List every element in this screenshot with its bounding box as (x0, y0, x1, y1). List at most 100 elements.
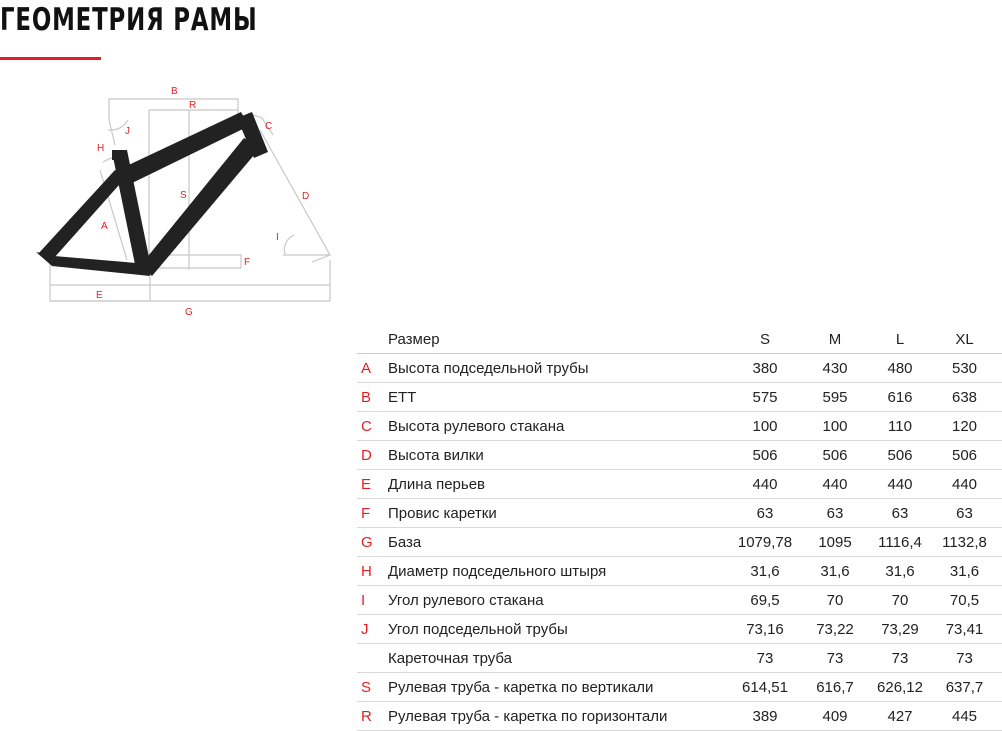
row-value-m: 31,6 (797, 556, 873, 586)
row-letter: S (357, 672, 388, 702)
row-value-l: 440 (873, 469, 927, 499)
row-letter (357, 643, 388, 673)
row-parameter: Диаметр подседельного штыря (388, 556, 733, 586)
row-letter: B (357, 382, 388, 412)
dim-line-g (50, 285, 331, 302)
row-value-m: 63 (797, 498, 873, 528)
row-letter: C (357, 411, 388, 441)
label-s: S (180, 190, 187, 201)
row-value-l: 73,29 (873, 614, 927, 644)
row-value-s: 100 (733, 411, 797, 441)
row-value-s: 506 (733, 440, 797, 470)
row-parameter: Угол рулевого стакана (388, 585, 733, 615)
row-letter: G (357, 527, 388, 557)
row-value-m: 595 (797, 382, 873, 412)
row-value-m: 73,22 (797, 614, 873, 644)
row-value-s: 73 (733, 643, 797, 673)
frame-geometry-diagram: B R C J H S D A I F E G (36, 86, 331, 318)
row-value-xl: 1132,8 (927, 527, 1002, 557)
row-parameter: Высота подседельной трубы (388, 353, 733, 383)
row-parameter: Провис каретки (388, 498, 733, 528)
header-letter-cell (357, 326, 388, 354)
row-value-xl: 73 (927, 643, 1002, 673)
header-size-xl: XL (927, 326, 1002, 354)
dim-arc-i (283, 234, 330, 256)
row-value-xl: 638 (927, 382, 1002, 412)
row-value-s: 614,51 (733, 672, 797, 702)
row-value-xl: 445 (927, 701, 1002, 731)
row-value-s: 380 (733, 353, 797, 383)
row-letter: F (357, 498, 388, 528)
row-value-m: 616,7 (797, 672, 873, 702)
row-value-l: 110 (873, 411, 927, 441)
label-h: H (97, 143, 104, 154)
row-value-s: 1079,78 (733, 527, 797, 557)
row-letter: J (357, 614, 388, 644)
row-letter: I (357, 585, 388, 615)
row-value-s: 389 (733, 701, 797, 731)
row-value-l: 1116,4 (873, 527, 927, 557)
row-value-l: 31,6 (873, 556, 927, 586)
row-value-l: 427 (873, 701, 927, 731)
row-value-m: 100 (797, 411, 873, 441)
row-value-l: 626,12 (873, 672, 927, 702)
row-value-xl: 70,5 (927, 585, 1002, 615)
row-value-m: 506 (797, 440, 873, 470)
label-d: D (302, 191, 309, 202)
title-underline (0, 57, 101, 60)
row-value-l: 480 (873, 353, 927, 383)
row-parameter: Рулевая труба - каретка по вертикали (388, 672, 733, 702)
header-size-l: L (873, 326, 927, 354)
header-size-m: M (797, 326, 873, 354)
row-value-l: 63 (873, 498, 927, 528)
row-value-xl: 63 (927, 498, 1002, 528)
row-value-xl: 506 (927, 440, 1002, 470)
label-g: G (185, 307, 193, 318)
row-letter: R (357, 701, 388, 731)
row-letter: A (357, 353, 388, 383)
row-value-xl: 637,7 (927, 672, 1002, 702)
label-e: E (96, 290, 103, 301)
row-letter: D (357, 440, 388, 470)
page-title: ГЕОМЕТРИЯ РАМЫ (0, 2, 258, 38)
row-parameter: Длина перьев (388, 469, 733, 499)
row-parameter: Кареточная труба (388, 643, 733, 673)
frame-outline (36, 112, 268, 276)
dim-arc-j (107, 119, 129, 146)
label-a: A (101, 221, 108, 232)
row-value-l: 616 (873, 382, 927, 412)
header-size-s: S (733, 326, 797, 354)
label-r: R (189, 100, 196, 111)
table-header-row: Размер S M L XL (357, 326, 1002, 354)
row-value-s: 440 (733, 469, 797, 499)
row-letter: E (357, 469, 388, 499)
row-value-m: 430 (797, 353, 873, 383)
row-value-s: 31,6 (733, 556, 797, 586)
row-value-l: 70 (873, 585, 927, 615)
row-value-xl: 31,6 (927, 556, 1002, 586)
row-value-xl: 530 (927, 353, 1002, 383)
row-value-l: 506 (873, 440, 927, 470)
label-f: F (244, 257, 250, 268)
row-value-m: 73 (797, 643, 873, 673)
row-value-xl: 440 (927, 469, 1002, 499)
row-value-m: 70 (797, 585, 873, 615)
row-letter: H (357, 556, 388, 586)
row-value-xl: 120 (927, 411, 1002, 441)
row-parameter: База (388, 527, 733, 557)
row-value-s: 69,5 (733, 585, 797, 615)
